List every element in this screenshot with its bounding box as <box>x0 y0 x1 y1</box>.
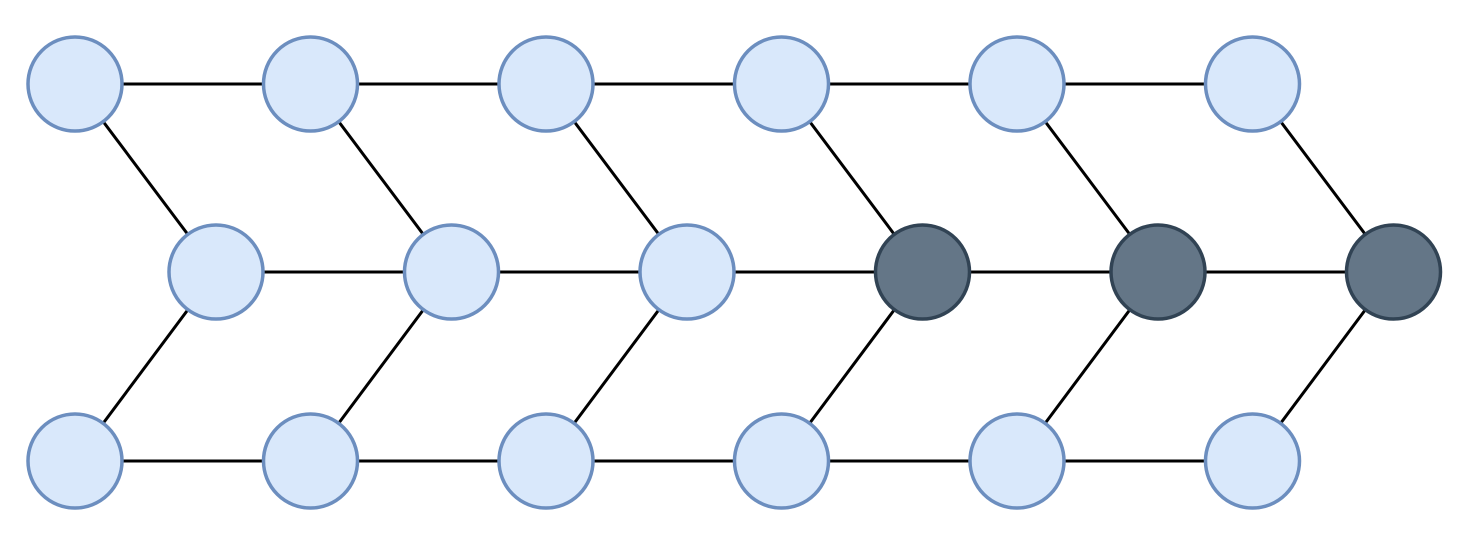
node-t1 <box>26 35 124 133</box>
node-t6 <box>1203 35 1302 133</box>
node-t4 <box>732 35 831 133</box>
node-m1 <box>167 223 265 321</box>
node-t2 <box>261 35 360 133</box>
node-b6 <box>1203 412 1302 510</box>
node-m6-highlighted <box>1344 223 1443 321</box>
node-b5 <box>968 412 1066 510</box>
node-m4-highlighted <box>873 223 972 321</box>
node-t3 <box>497 35 595 133</box>
node-t5 <box>968 35 1066 133</box>
node-m2 <box>402 223 501 321</box>
node-b2 <box>261 412 360 510</box>
node-m3 <box>638 223 736 321</box>
node-b4 <box>732 412 831 510</box>
nodes-layer <box>26 35 1443 510</box>
node-m5-highlighted <box>1109 223 1207 321</box>
node-b3 <box>497 412 595 510</box>
node-b1 <box>26 412 124 510</box>
